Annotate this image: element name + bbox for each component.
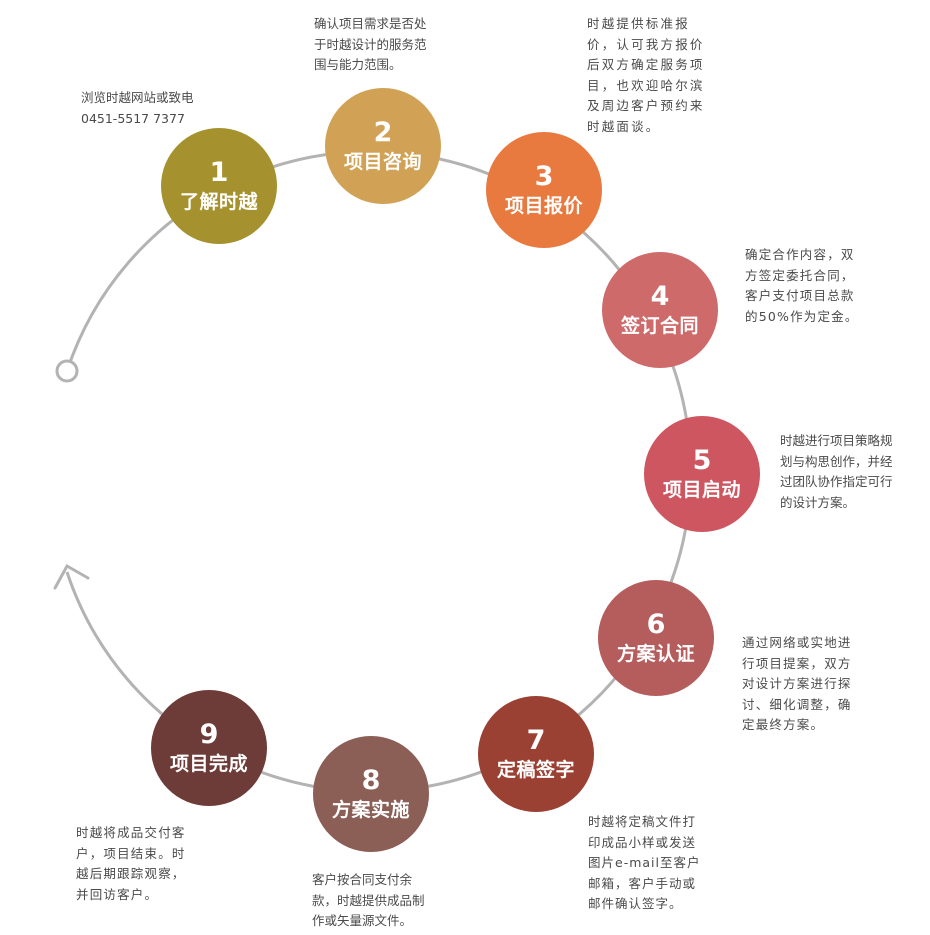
step-number: 6 <box>646 609 666 640</box>
step-title: 项目启动 <box>662 479 741 501</box>
step-number: 1 <box>209 157 229 188</box>
step-1-description: 浏览时越网站或致电 0451-5517 7377 <box>81 90 194 126</box>
step-9-circle: 9 项目完成 <box>151 690 267 806</box>
arrow-head-icon <box>53 563 90 590</box>
start-marker <box>55 359 79 383</box>
step-9-description: 时越将成品交付客 户，项目结束。时 越后期跟踪观察， 并回访客户。 <box>76 825 186 902</box>
step-number: 5 <box>692 445 712 476</box>
step-title: 项目咨询 <box>343 151 422 173</box>
step-number: 7 <box>526 725 546 756</box>
step-5-circle: 5 项目启动 <box>644 416 760 532</box>
step-number: 9 <box>199 719 219 750</box>
step-6-circle: 6 方案认证 <box>598 580 714 696</box>
step-7-circle: 7 定稿签字 <box>478 696 594 812</box>
step-number: 8 <box>361 765 381 796</box>
step-number: 4 <box>650 281 670 312</box>
step-3-description: 时越提供标准报 价，认可我方报价 后双方确定服务项 目，也欢迎哈尔滨 及周边客户… <box>587 16 705 134</box>
step-number: 2 <box>373 117 393 148</box>
step-3-circle: 3 项目报价 <box>486 132 602 248</box>
step-1-circle: 1 了解时越 <box>161 128 277 244</box>
step-number: 3 <box>534 161 554 192</box>
step-6-description: 通过网络或实地进 行项目提案，双方 对设计方案进行探 讨、细化调整，确 定最终方… <box>742 635 852 732</box>
ring-arc <box>65 150 693 793</box>
step-title: 项目报价 <box>504 195 583 217</box>
step-5-description: 时越进行项目策略规 划与构思创作，并经 过团队协作指定可行 的设计方案。 <box>780 433 893 510</box>
step-4-description: 确定合作内容，双 方签定委托合同， 客户支付项目总款 的50%作为定金。 <box>745 247 859 324</box>
step-7-description: 时越将定稿文件打 印成品小样或发送 图片e-mail至客户 邮箱，客户手动或 邮… <box>588 814 701 911</box>
step-8-description: 客户按合同支付余 款，时越提供成品制 作或矢量源文件。 <box>312 872 425 928</box>
step-2-circle: 2 项目咨询 <box>325 88 441 204</box>
step-2-description: 确认项目需求是否处 于时越设计的服务范 围与能力范围。 <box>314 16 427 72</box>
step-title: 签订合同 <box>620 315 699 337</box>
step-title: 方案认证 <box>616 643 695 665</box>
step-4-circle: 4 签订合同 <box>602 252 718 368</box>
step-title: 方案实施 <box>331 799 410 821</box>
step-title: 项目完成 <box>169 753 248 775</box>
step-8-circle: 8 方案实施 <box>313 736 429 852</box>
step-title: 了解时越 <box>179 191 258 213</box>
step-title: 定稿签字 <box>496 759 575 781</box>
